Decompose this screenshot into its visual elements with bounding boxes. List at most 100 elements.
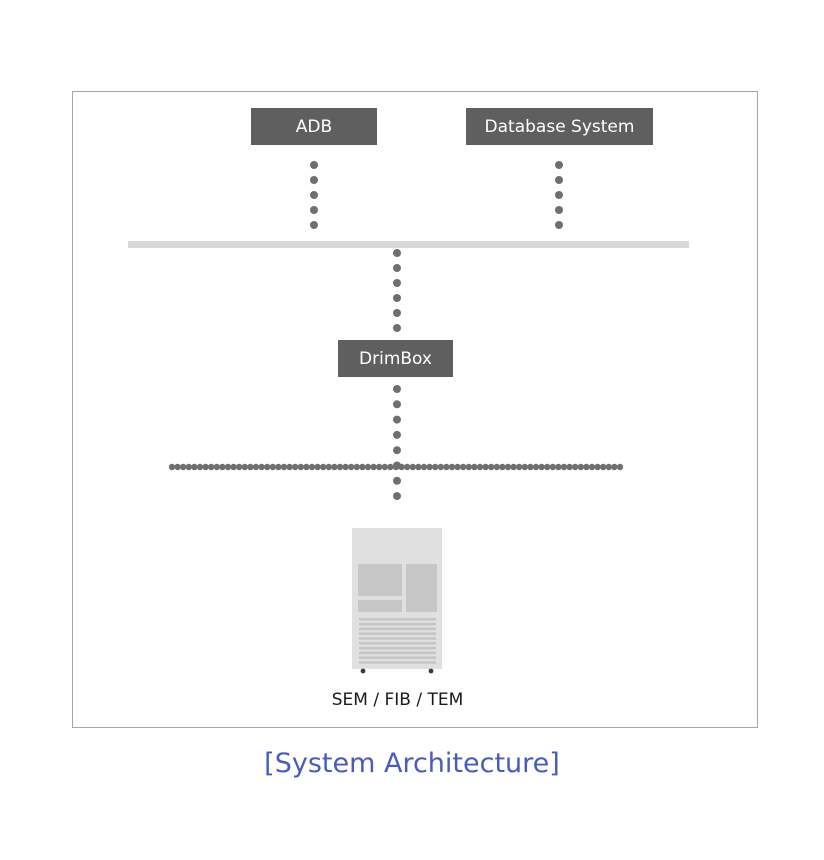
network-link-dot — [348, 463, 355, 471]
adb-node-label: ADB — [295, 116, 333, 137]
network-link-dot — [381, 463, 388, 471]
drimbox-node-label: DrimBox — [359, 348, 432, 369]
bus-drimbox-link-dot — [393, 324, 401, 332]
diagram-caption: [System Architecture] — [264, 748, 560, 779]
network-link-dot — [392, 463, 400, 471]
network-link-dot — [420, 463, 428, 471]
network-link-dot — [325, 463, 332, 471]
network-link-dot — [594, 463, 601, 471]
network-link-dot — [320, 463, 327, 471]
network-link-dot — [303, 463, 310, 471]
drimbox-device-link-dot — [393, 446, 401, 455]
network-link-dot — [252, 463, 260, 471]
network-link-dot — [488, 463, 495, 471]
network-link-dot — [376, 463, 383, 471]
network-link-dot — [443, 463, 450, 471]
database-system-node-label: Database System — [484, 116, 635, 137]
network-link-dot — [275, 463, 282, 471]
network-link-dot — [280, 463, 288, 471]
network-link-dot — [168, 463, 176, 471]
network-link-dot — [493, 463, 500, 471]
network-link-dot — [538, 463, 545, 471]
drimbox-device-link-dot — [393, 400, 401, 409]
network-link-dot — [583, 463, 590, 471]
network-link-dot — [454, 463, 461, 471]
adb-link-dot — [310, 206, 318, 214]
network-link-dot — [202, 463, 209, 471]
network-link-dot — [560, 463, 568, 471]
network-link-dot — [336, 463, 344, 471]
network-link-dot — [286, 463, 293, 471]
network-link-dot — [572, 463, 579, 471]
network-link-dot — [409, 463, 416, 471]
network-link-dot — [224, 463, 232, 471]
device-label: SEM / FIB / TEM — [331, 690, 464, 710]
network-link-dot — [359, 463, 366, 471]
drimbox-device-link-dot — [393, 385, 401, 393]
adb-link-dot — [310, 176, 318, 184]
network-link-dot — [437, 463, 444, 471]
adb-link-dot — [310, 191, 318, 199]
network-link-dot — [504, 463, 512, 471]
network-link-dot — [611, 463, 618, 471]
network-link-dot — [600, 463, 607, 471]
network-link-dot — [398, 463, 405, 471]
network-link-dot — [297, 463, 304, 471]
drimbox-device-link-dot — [393, 430, 401, 439]
database-link-dot — [555, 161, 563, 169]
network-link-dot — [521, 463, 528, 471]
network-link-dot — [510, 463, 517, 471]
network-link-dot — [269, 463, 276, 471]
network-link-dot — [370, 463, 377, 471]
network-link-dot — [364, 463, 372, 471]
network-link-dot — [471, 463, 478, 471]
network-link-dot — [230, 463, 237, 471]
network-link-dot — [605, 463, 612, 471]
bus-drimbox-link-dot — [393, 264, 401, 272]
network-link-dot — [588, 463, 596, 471]
database-link-dot — [555, 221, 563, 229]
network-link-dot — [213, 463, 220, 471]
network-link-dot — [465, 463, 472, 471]
network-link-dot — [219, 463, 226, 471]
database-link-dot — [555, 176, 563, 184]
network-link-dot — [577, 463, 584, 471]
drimbox-device-link-dot — [393, 476, 401, 485]
network-link-dot — [342, 463, 349, 471]
network-link-dot — [331, 463, 338, 471]
network-link-dot — [426, 463, 433, 471]
bus-drimbox-link-dot — [393, 249, 401, 257]
network-link-dot — [196, 463, 204, 471]
network-link-dot — [292, 463, 299, 471]
network-link-dot — [185, 463, 192, 471]
network-link-dot — [404, 463, 411, 471]
network-link-dot — [516, 463, 523, 471]
database-link-dot — [555, 206, 563, 214]
network-link-dot — [247, 463, 254, 471]
network-link-dot — [527, 463, 534, 471]
network-link-dot — [616, 463, 624, 471]
network-link-dot — [499, 463, 506, 471]
adb-link-dot — [310, 221, 318, 229]
bus-drimbox-link-dot — [393, 294, 401, 302]
drimbox-device-link-dot — [393, 492, 401, 501]
network-link-dot — [180, 463, 187, 471]
network-link-dot — [415, 463, 422, 471]
network-link-dot — [353, 463, 360, 471]
network-link-dot — [555, 463, 562, 471]
network-bus-line — [128, 241, 689, 248]
network-link-dot — [258, 463, 265, 471]
network-link-dot — [241, 463, 248, 471]
network-link-dot — [308, 463, 316, 471]
adb-link-dot — [310, 161, 318, 169]
bus-drimbox-link-dot — [393, 279, 401, 287]
drimbox-device-link-dot — [393, 415, 401, 424]
network-link-dot — [566, 463, 573, 471]
network-link-dot — [476, 463, 484, 471]
server-tower-icon — [352, 528, 442, 674]
network-link-dot — [460, 463, 467, 471]
network-link-dot — [236, 463, 243, 471]
network-link-dot — [191, 463, 198, 471]
network-link-dot — [549, 463, 556, 471]
